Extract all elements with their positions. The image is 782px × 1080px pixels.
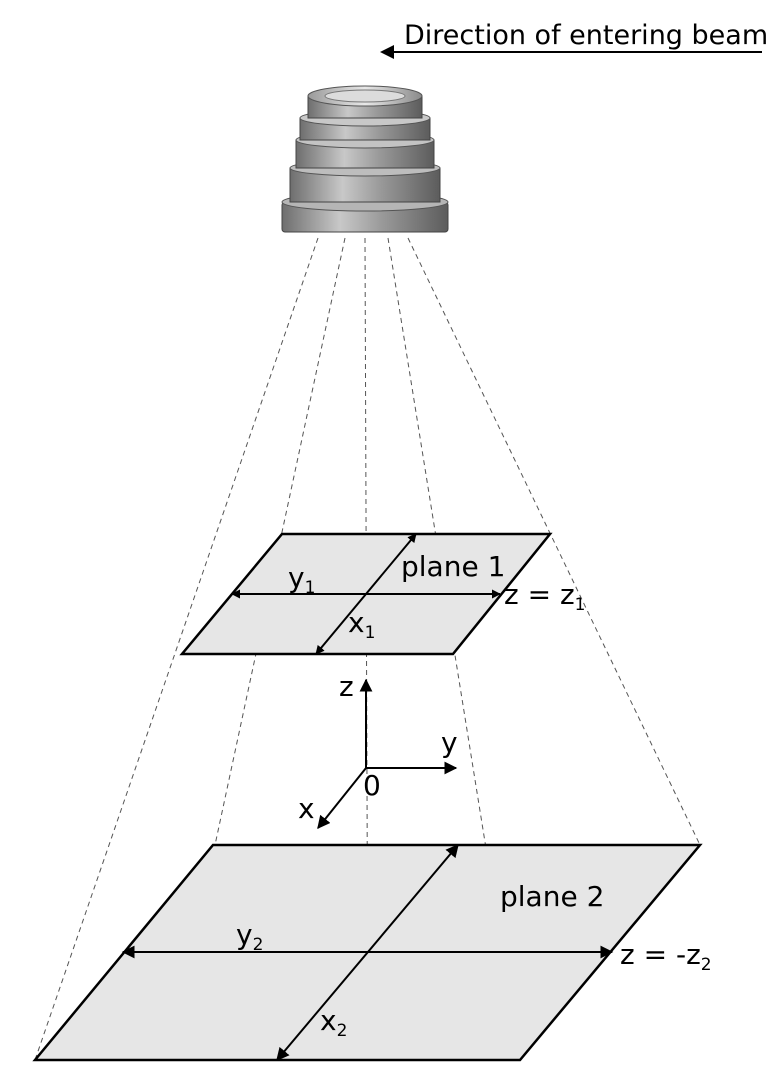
beam-direction-arrowhead [380,45,394,59]
x-axis-label: x [298,792,315,825]
coordinate-axes: z y x 0 [298,670,458,830]
beam-direction-label: Direction of entering beam [404,20,768,51]
plane-2-label: plane 2 [500,880,604,913]
plane-1-label: plane 1 [401,550,505,583]
plane-2: plane 2 y2 x2 z = -z2 [32,843,712,1062]
objective-lens-icon [281,85,449,233]
z-axis-label: z [339,670,354,703]
plane-1: plane 1 y1 x1 z = z1 [179,532,585,656]
plane-2-x-label: x2 [320,1004,347,1041]
plane-1-y-label: y1 [288,561,315,598]
plane-2-z-label: z = -z2 [620,938,712,975]
plane-1-x-label: x1 [348,606,375,643]
y-axis-label: y [441,726,458,759]
beam-direction-indicator: Direction of entering beam [380,20,768,59]
plane-1-z-label: z = z1 [504,578,585,615]
plane-2-x-axis [276,844,459,1061]
origin-label: 0 [363,769,381,802]
x-axis-arrow [317,767,367,830]
plane-1-x-axis [315,533,417,655]
plane-2-y-label: y2 [236,918,263,955]
